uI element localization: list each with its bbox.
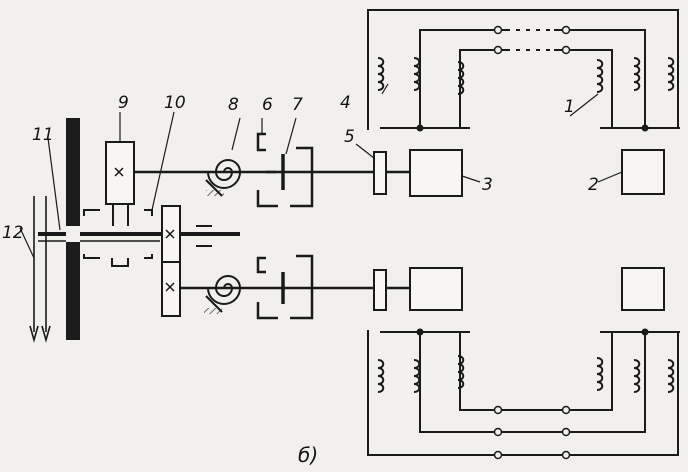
label-8: 8 <box>228 95 239 115</box>
shafts <box>38 170 410 290</box>
label-1: 1 <box>564 97 575 117</box>
upper-clutch <box>256 132 314 208</box>
drum-column <box>66 118 80 340</box>
gear-9 <box>105 141 135 226</box>
lower-terminals <box>416 328 649 460</box>
lower-spiral-spring <box>204 275 242 314</box>
label-3: 3 <box>482 175 493 195</box>
output-wires <box>29 196 51 343</box>
label-7: 7 <box>292 95 303 115</box>
label-6: 6 <box>262 95 273 115</box>
label-9: 9 <box>118 93 129 113</box>
bearings <box>83 209 212 267</box>
couplings <box>373 151 387 311</box>
leader-lines <box>19 83 623 259</box>
upper-coils <box>377 57 675 95</box>
gear-column <box>161 205 181 317</box>
label-12: 12 <box>2 223 24 243</box>
label-11: 11 <box>32 125 54 145</box>
upper-terminals <box>416 25 649 132</box>
part-labels: 1 2 3 4 5 6 7 8 9 10 11 12 б) <box>2 93 599 467</box>
rotor-blocks <box>409 149 665 311</box>
label-10: 10 <box>164 93 186 113</box>
figure-caption: б) <box>298 443 318 467</box>
upper-outer-frame <box>367 9 680 130</box>
lower-outer-frame <box>367 330 680 456</box>
lower-clutch <box>256 254 314 320</box>
label-2: 2 <box>588 175 599 195</box>
label-4: 4 <box>340 93 351 113</box>
label-5: 5 <box>344 127 355 147</box>
lower-coils <box>377 355 675 393</box>
upper-spiral-spring <box>205 159 242 197</box>
